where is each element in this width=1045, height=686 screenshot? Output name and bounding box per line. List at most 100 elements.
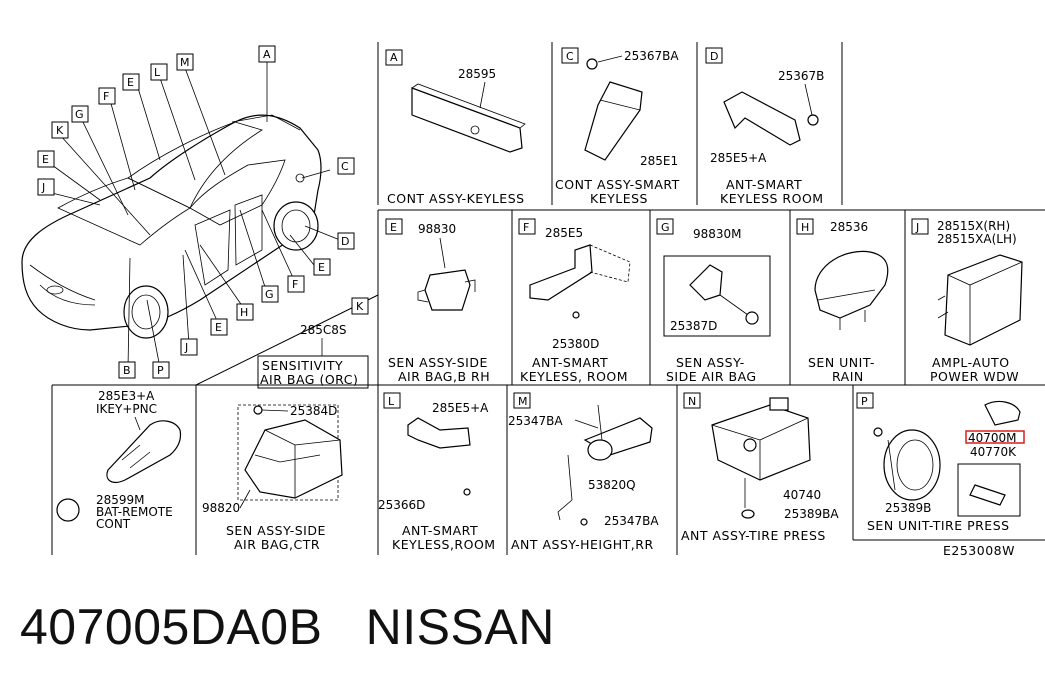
- diagram-code: E253008W: [943, 543, 1015, 558]
- panel-H: H 28536 SEN UNIT- RAIN: [796, 218, 889, 384]
- panel-P: P 40700M 40770K 25389B SEN UNIT-TIRE PRE…: [856, 392, 1025, 533]
- callout-E-top: E: [127, 76, 134, 89]
- svg-text:285C8S: 285C8S: [300, 323, 347, 337]
- callout-J-bottom: J: [184, 341, 188, 354]
- callout-C: C: [341, 160, 349, 173]
- svg-text:M: M: [518, 395, 528, 408]
- svg-text:25380D: 25380D: [552, 337, 599, 351]
- caption-N-1: ANT ASSY-TIRE PRESS: [681, 528, 826, 543]
- panel-N: N 40740 25389BA ANT ASSY-TIRE PRESS: [681, 392, 839, 543]
- svg-text:28515X(RH): 28515X(RH): [937, 219, 1010, 233]
- callout-M: L: [154, 66, 161, 79]
- caption-J-1: AMPL-AUTO: [932, 355, 1010, 370]
- svg-text:25367B: 25367B: [778, 69, 824, 83]
- svg-text:J: J: [915, 221, 919, 234]
- panel-M: M 25347BA 53820Q 25347BA ANT ASSY-HEIGHT…: [508, 392, 659, 552]
- caption-E-2: AIR BAG,B RH: [398, 369, 490, 384]
- caption-K-1: SENSITIVITY: [262, 358, 343, 373]
- panel-side-airbag-ctr: 25384D 98820 SEN ASSY-SIDE AIR BAG,CTR: [202, 404, 343, 552]
- caption-F-2: KEYLESS, ROOM: [520, 369, 628, 384]
- svg-text:98830: 98830: [418, 222, 456, 236]
- caption-C-2: KEYLESS: [590, 191, 648, 206]
- callout-J-left: J: [41, 181, 45, 194]
- panel-K: K 285C8S SENSITIVITY AIR BAG (ORC): [257, 297, 369, 389]
- panel-J: J 28515X(RH) 28515XA(LH) AMPL-AUTO POWER…: [911, 218, 1023, 384]
- callout-F-top: F: [103, 90, 109, 103]
- caption-L-1: ANT-SMART: [402, 523, 478, 538]
- svg-text:25347BA: 25347BA: [604, 514, 659, 528]
- svg-text:D: D: [710, 50, 718, 63]
- svg-text:G: G: [661, 221, 670, 234]
- svg-text:L: L: [388, 395, 395, 408]
- panel-intelligent-key: 285E3+A IKEY+PNC 28599M BAT-REMOTE CONT: [56, 389, 182, 531]
- svg-text:285E3+A: 285E3+A: [98, 389, 155, 403]
- caption-D-1: ANT-SMART: [726, 177, 802, 192]
- caption-E-1: SEN ASSY-SIDE: [388, 355, 488, 370]
- callout-P: P: [157, 364, 164, 377]
- caption-ctr-2: AIR BAG,CTR: [234, 537, 320, 552]
- caption-J-2: POWER WDW: [930, 369, 1019, 384]
- svg-text:25384D: 25384D: [290, 404, 337, 418]
- svg-text:K: K: [356, 300, 364, 313]
- caption-ctr-1: SEN ASSY-SIDE: [226, 523, 326, 538]
- svg-text:C: C: [566, 50, 574, 63]
- svg-text:N: N: [688, 395, 696, 408]
- part-number: 407005DA0B: [20, 599, 323, 655]
- svg-text:BAT-REMOTE: BAT-REMOTE: [96, 505, 173, 519]
- callout-F-right: F: [292, 278, 298, 291]
- svg-text:28515XA(LH): 28515XA(LH): [937, 232, 1017, 246]
- callout-H: H: [240, 306, 248, 319]
- panel-C: C 25367BA 285E1 CONT ASSY-SMART KEYLESS: [555, 47, 680, 206]
- callout-E-right: E: [318, 261, 325, 274]
- footer: 407005DA0B NISSAN: [20, 598, 555, 656]
- svg-text:98830M: 98830M: [693, 227, 742, 241]
- caption-L-2: KEYLESS,ROOM: [392, 537, 496, 552]
- svg-text:28599M: 28599M: [96, 493, 145, 507]
- svg-text:A: A: [390, 51, 398, 64]
- svg-text:25387D: 25387D: [670, 319, 717, 333]
- caption-P-1: SEN UNIT-TIRE PRESS: [867, 518, 1010, 533]
- svg-text:P: P: [861, 395, 868, 408]
- caption-K-2: AIR BAG (ORC): [260, 372, 358, 387]
- panel-A: A 28595 CONT ASSY-KEYLESS: [385, 49, 526, 206]
- svg-text:IKEY+PNC: IKEY+PNC: [96, 402, 157, 416]
- caption-H-1: SEN UNIT-: [808, 355, 875, 370]
- callout-A: A: [263, 48, 271, 61]
- svg-text:53820Q: 53820Q: [588, 478, 636, 492]
- callout-K: B: [123, 364, 131, 377]
- svg-text:40740: 40740: [783, 488, 821, 502]
- svg-text:285E1: 285E1: [640, 154, 678, 168]
- callout-G-top: G: [75, 108, 84, 121]
- part-28595: 28595: [458, 67, 496, 81]
- caption-F-1: ANT-SMART: [532, 355, 608, 370]
- caption-M-1: ANT ASSY-HEIGHT,RR: [511, 537, 654, 552]
- caption-C-1: CONT ASSY-SMART: [555, 177, 680, 192]
- callout-E-left: E: [42, 153, 49, 166]
- callout-D: D: [341, 235, 349, 248]
- svg-text:285E5+A: 285E5+A: [710, 151, 767, 165]
- svg-text:285E5: 285E5: [545, 226, 583, 240]
- svg-text:25389BA: 25389BA: [784, 507, 839, 521]
- svg-text:25389B: 25389B: [885, 501, 931, 515]
- caption-D-2: KEYLESS ROOM: [720, 191, 824, 206]
- car-callout-labels: A L M E F G K E J C D E F G H E J P B: [37, 45, 355, 379]
- callout-L: K: [56, 124, 64, 137]
- callout-G-right: G: [265, 288, 274, 301]
- svg-text:E: E: [390, 221, 397, 234]
- caption-G-2: SIDE AIR BAG: [666, 369, 757, 384]
- callout-N: M: [180, 56, 190, 69]
- caption-G-1: SEN ASSY-: [676, 355, 745, 370]
- panel-D: D 25367B 285E5+A ANT-SMART KEYLESS ROOM: [705, 47, 824, 206]
- vehicle-overview: A L M E F G K E J C D E F G H E J P B: [21, 45, 355, 379]
- panel-grid: [51, 42, 1045, 555]
- svg-text:285E5+A: 285E5+A: [432, 401, 489, 415]
- svg-text:25347BA: 25347BA: [508, 414, 563, 428]
- svg-text:98820: 98820: [202, 501, 240, 515]
- panel-E: E 98830 SEN ASSY-SIDE AIR BAG,B RH: [385, 218, 490, 384]
- svg-text:F: F: [523, 221, 529, 234]
- panel-L: L 285E5+A 25366D ANT-SMART KEYLESS,ROOM: [378, 392, 496, 552]
- svg-text:H: H: [801, 221, 809, 234]
- highlighted-part-box: [965, 430, 1025, 444]
- svg-text:CONT: CONT: [96, 517, 131, 531]
